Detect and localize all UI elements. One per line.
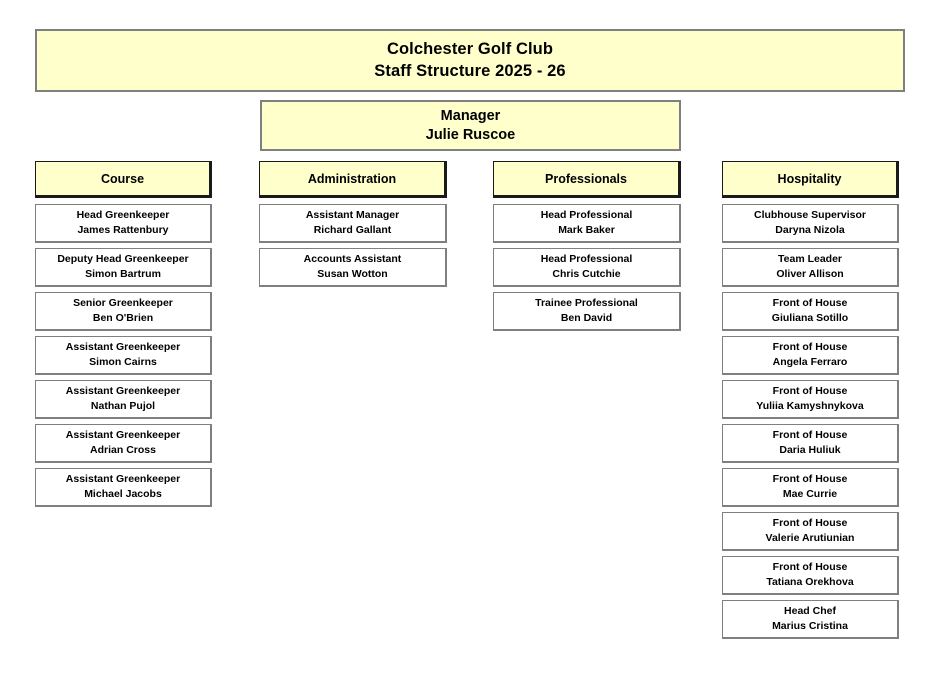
staff-name: Tatiana Orekhova [766,576,854,588]
staff-name: Angela Ferraro [772,356,848,368]
staff-name: Michael Jacobs [84,488,162,500]
staff-node: Clubhouse Supervisor Daryna Nizola [722,204,899,243]
staff-role: Trainee Professional [535,296,638,309]
staff-role: Team Leader [778,252,842,265]
staff-name: Oliver Allison [776,268,844,280]
staff-name: Adrian Cross [90,444,156,456]
staff-node: Accounts Assistant Susan Wotton [259,248,447,287]
staff-role: Assistant Greenkeeper [65,384,181,397]
staff-node: Team Leader Oliver Allison [722,248,899,287]
staff-node: Front of House Tatiana Orekhova [722,556,899,595]
staff-name: Richard Gallant [313,224,392,236]
staff-node: Front of House Daria Huliuk [722,424,899,463]
staff-name: Marius Cristina [772,620,848,632]
staff-role: Assistant Greenkeeper [65,340,181,353]
staff-node: Assistant Greenkeeper Michael Jacobs [35,468,212,507]
staff-node: Deputy Head Greenkeeper Simon Bartrum [35,248,212,287]
staff-role: Head Professional [540,208,633,221]
staff-name: Nathan Pujol [90,400,156,412]
staff-node: Front of House Mae Currie [722,468,899,507]
staff-role: Head Professional [540,252,633,265]
staff-name: Yuliia Kamyshnykova [756,400,864,412]
staff-name: Ben David [560,312,613,324]
staff-name: Susan Wotton [317,268,388,280]
staff-role: Assistant Manager [305,208,400,221]
department-column-hospitality: Hospitality Clubhouse Supervisor Daryna … [722,161,899,644]
staff-name: James Rattenbury [77,224,169,236]
staff-name: Mark Baker [558,224,615,236]
department-header-course: Course [35,161,212,198]
staff-node: Front of House Giuliana Sotillo [722,292,899,331]
staff-role: Assistant Greenkeeper [65,472,181,485]
staff-node: Senior Greenkeeper Ben O'Brien [35,292,212,331]
staff-name: Daryna Nizola [775,224,845,236]
staff-name: Simon Bartrum [85,268,161,280]
staff-name: Daria Huliuk [779,444,841,456]
manager-node: Manager Julie Ruscoe [260,100,681,151]
staff-node: Trainee Professional Ben David [493,292,681,331]
staff-role: Assistant Greenkeeper [65,428,181,441]
staff-name: Ben O'Brien [92,312,154,324]
staff-role: Front of House [772,428,848,441]
staff-role: Deputy Head Greenkeeper [57,252,189,265]
staff-name: Chris Cutchie [552,268,621,280]
staff-node: Front of House Valerie Arutiunian [722,512,899,551]
department-column-course: Course Head Greenkeeper James Rattenbury… [35,161,212,512]
staff-node: Assistant Greenkeeper Simon Cairns [35,336,212,375]
department-header-administration: Administration [259,161,447,198]
chart-title-banner: Colchester Golf Club Staff Structure 202… [35,29,905,92]
department-header-label: Course [100,171,145,186]
department-header-label: Hospitality [777,171,842,186]
staff-name: Valerie Arutiunian [765,532,855,544]
staff-node: Head Professional Chris Cutchie [493,248,681,287]
department-entries-administration: Assistant Manager Richard Gallant Accoun… [259,204,447,287]
department-column-administration: Administration Assistant Manager Richard… [259,161,447,292]
department-header-hospitality: Hospitality [722,161,899,198]
department-header-label: Administration [307,171,397,186]
department-header-professionals: Professionals [493,161,681,198]
staff-role: Clubhouse Supervisor [753,208,867,221]
staff-name: Simon Cairns [89,356,157,368]
department-column-professionals: Professionals Head Professional Mark Bak… [493,161,681,336]
staff-role: Front of House [772,472,848,485]
manager-role: Manager [440,107,501,124]
staff-node: Head Chef Marius Cristina [722,600,899,639]
staff-node: Assistant Greenkeeper Adrian Cross [35,424,212,463]
staff-name: Giuliana Sotillo [771,312,849,324]
staff-role: Front of House [772,296,848,309]
staff-node: Head Professional Mark Baker [493,204,681,243]
staff-node: Front of House Yuliia Kamyshnykova [722,380,899,419]
chart-title-line-2: Staff Structure 2025 - 26 [374,61,566,80]
staff-role: Front of House [772,516,848,529]
staff-role: Senior Greenkeeper [73,296,173,309]
staff-role: Front of House [772,560,848,573]
staff-role: Accounts Assistant [303,252,402,265]
department-entries-course: Head Greenkeeper James Rattenbury Deputy… [35,204,212,507]
department-entries-hospitality: Clubhouse Supervisor Daryna Nizola Team … [722,204,899,639]
staff-node: Assistant Manager Richard Gallant [259,204,447,243]
chart-title-line-1: Colchester Golf Club [386,39,554,58]
staff-name: Mae Currie [782,488,838,500]
staff-role: Head Chef [784,604,836,617]
staff-role: Head Greenkeeper [76,208,170,221]
department-header-label: Professionals [545,171,627,186]
department-entries-professionals: Head Professional Mark Baker Head Profes… [493,204,681,331]
staff-role: Front of House [772,340,848,353]
staff-node: Head Greenkeeper James Rattenbury [35,204,212,243]
staff-node: Assistant Greenkeeper Nathan Pujol [35,380,212,419]
staff-node: Front of House Angela Ferraro [722,336,899,375]
staff-role: Front of House [772,384,848,397]
manager-name: Julie Ruscoe [425,126,516,143]
